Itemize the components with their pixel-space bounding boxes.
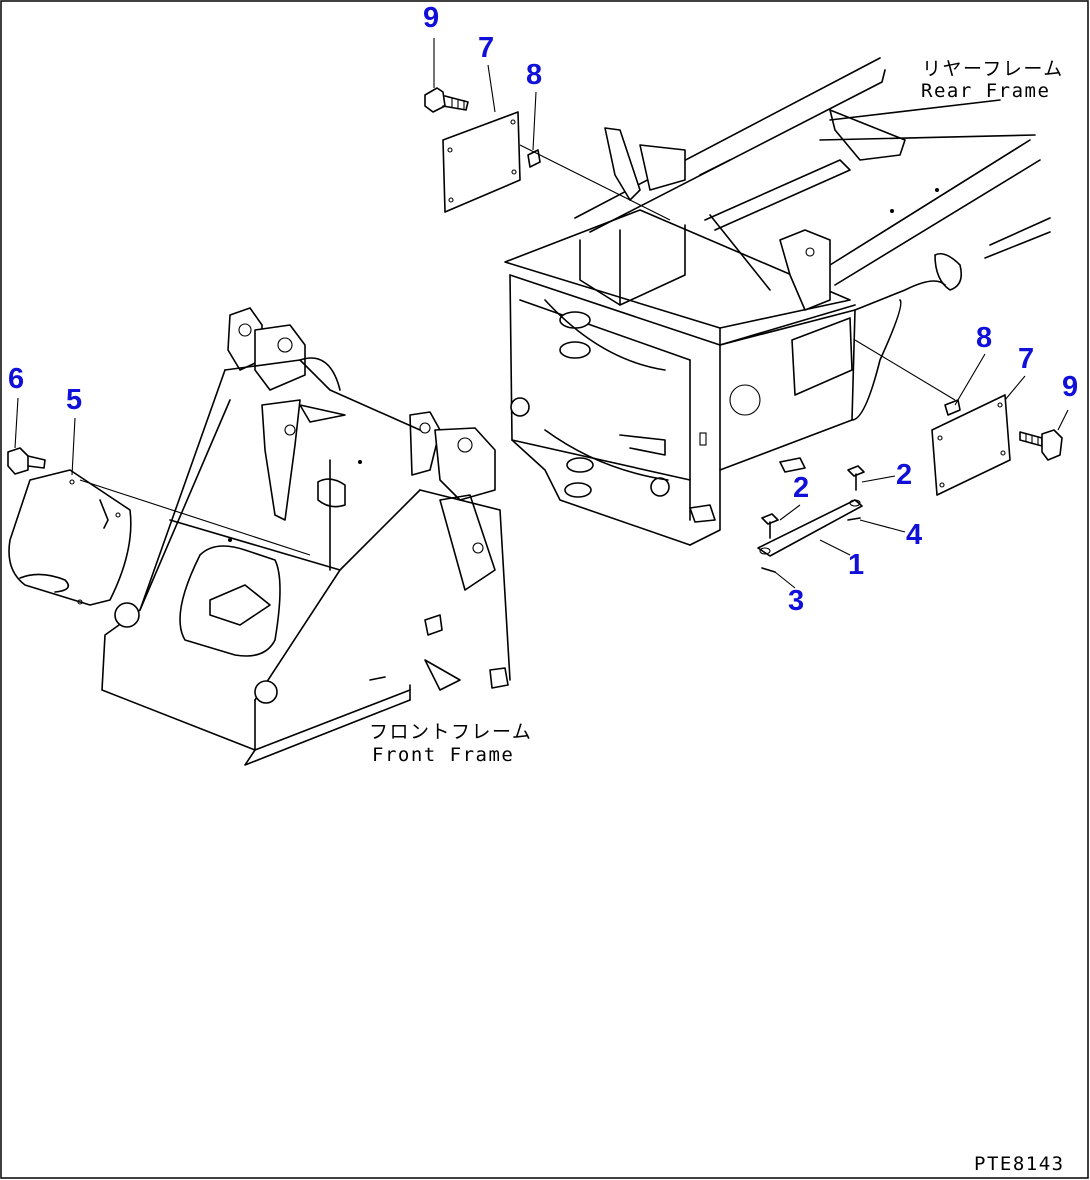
front-frame-label-en: Front Frame <box>372 744 514 766</box>
front-frame <box>101 307 511 766</box>
part-7-plate-top <box>442 111 521 213</box>
leader-lines <box>14 38 1069 589</box>
front-frame-label-jp: フロントフレーム <box>369 721 532 743</box>
part-5-plate <box>8 469 132 606</box>
callout-5: 5 <box>66 384 82 416</box>
rear-frame-label-en: Rear Frame <box>921 80 1050 102</box>
part-2-bolt-b <box>847 465 865 491</box>
figure-code: PTE8143 <box>974 1153 1065 1175</box>
part-4-washer <box>847 517 861 521</box>
callout-6: 6 <box>8 363 24 395</box>
part-8-plate-top <box>527 149 541 168</box>
part-8-plate-right <box>944 399 961 416</box>
callout-7-top: 7 <box>478 32 494 64</box>
callout-8-top: 8 <box>526 59 542 91</box>
callout-2-a: 2 <box>793 472 809 504</box>
part-3-washer <box>761 567 776 573</box>
part-1-bar <box>757 499 863 557</box>
callout-9-top: 9 <box>423 2 439 34</box>
callout-4: 4 <box>906 519 922 551</box>
callout-3: 3 <box>788 585 804 617</box>
callout-9-right: 9 <box>1062 371 1078 403</box>
part-9-bolt-top <box>424 87 469 113</box>
callout-8-right: 8 <box>976 322 992 354</box>
part-7-plate-right <box>931 394 1011 496</box>
callout-1: 1 <box>848 549 864 581</box>
callout-2-b: 2 <box>896 459 912 491</box>
part-2-bolt-a <box>761 513 779 539</box>
rear-frame-label-jp: リヤーフレーム <box>922 58 1064 80</box>
callout-7-right: 7 <box>1018 343 1034 375</box>
part-6-bolt <box>7 447 46 475</box>
part-9-bolt-right <box>1019 429 1063 461</box>
rear-frame <box>504 57 1051 546</box>
